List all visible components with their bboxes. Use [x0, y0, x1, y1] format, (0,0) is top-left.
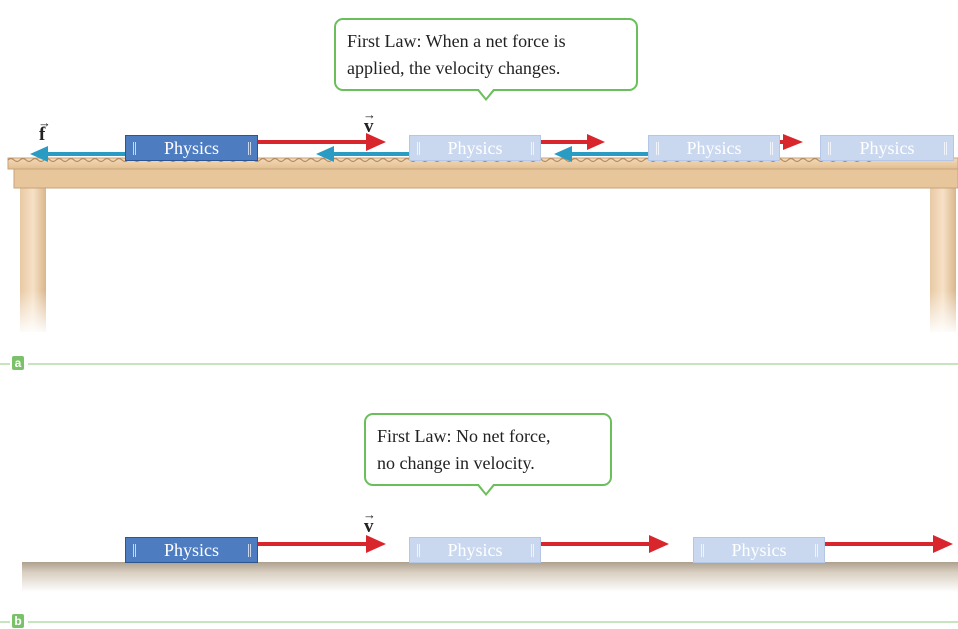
book-title: Physics [163, 539, 219, 560]
physics-book-ghost: || Physics || [648, 135, 780, 161]
table [7, 157, 958, 335]
leg-fade [15, 290, 958, 335]
callout-tail-fill [478, 88, 494, 98]
callout-bubble-b: First Law: No net force, no change in ve… [364, 413, 612, 486]
physics-book-ghost: || Physics || [409, 135, 541, 161]
callout-bubble-a: First Law: When a net force is applied, … [334, 18, 638, 91]
velocity-arrows-a [258, 133, 803, 151]
physics-book-ghost: || Physics || [693, 537, 825, 563]
friction-arrows-a [30, 146, 648, 162]
friction-arrow [316, 146, 410, 162]
friction-arrow [554, 146, 648, 162]
floor [22, 562, 958, 592]
book-title: Physics [859, 137, 915, 158]
physics-book: || Physics || [125, 537, 258, 563]
book-title: Physics [731, 539, 787, 560]
book-title: Physics [447, 539, 503, 560]
velocity-arrow [780, 134, 803, 150]
callout-line: applied, the velocity changes. [347, 57, 561, 78]
callout-line: First Law: No net force, [377, 425, 551, 446]
physics-book: || Physics || [125, 135, 258, 161]
panel-label-a: a [12, 356, 24, 370]
velocity-arrow [541, 535, 669, 553]
physics-book-ghost: || Physics || [409, 537, 541, 563]
velocity-vector-label: → v [363, 107, 376, 137]
book-title: Physics [163, 137, 219, 158]
table-apron [13, 167, 958, 189]
velocity-vector-label: → v [363, 507, 376, 537]
friction-arrow [30, 146, 126, 162]
callout-tail-fill [478, 483, 494, 493]
callout-line: First Law: When a net force is [347, 30, 566, 51]
book-title: Physics [447, 137, 503, 158]
velocity-arrows-b [258, 535, 953, 553]
book-title: Physics [686, 137, 742, 158]
physics-book-ghost: || Physics || [820, 135, 954, 161]
friction-vector-label: → f [38, 115, 51, 145]
velocity-arrow [541, 134, 605, 150]
velocity-arrow [258, 133, 386, 151]
velocity-arrow [258, 535, 386, 553]
panel-label-b: b [12, 614, 24, 628]
velocity-arrow [825, 535, 953, 553]
callout-line: no change in velocity. [377, 452, 535, 473]
